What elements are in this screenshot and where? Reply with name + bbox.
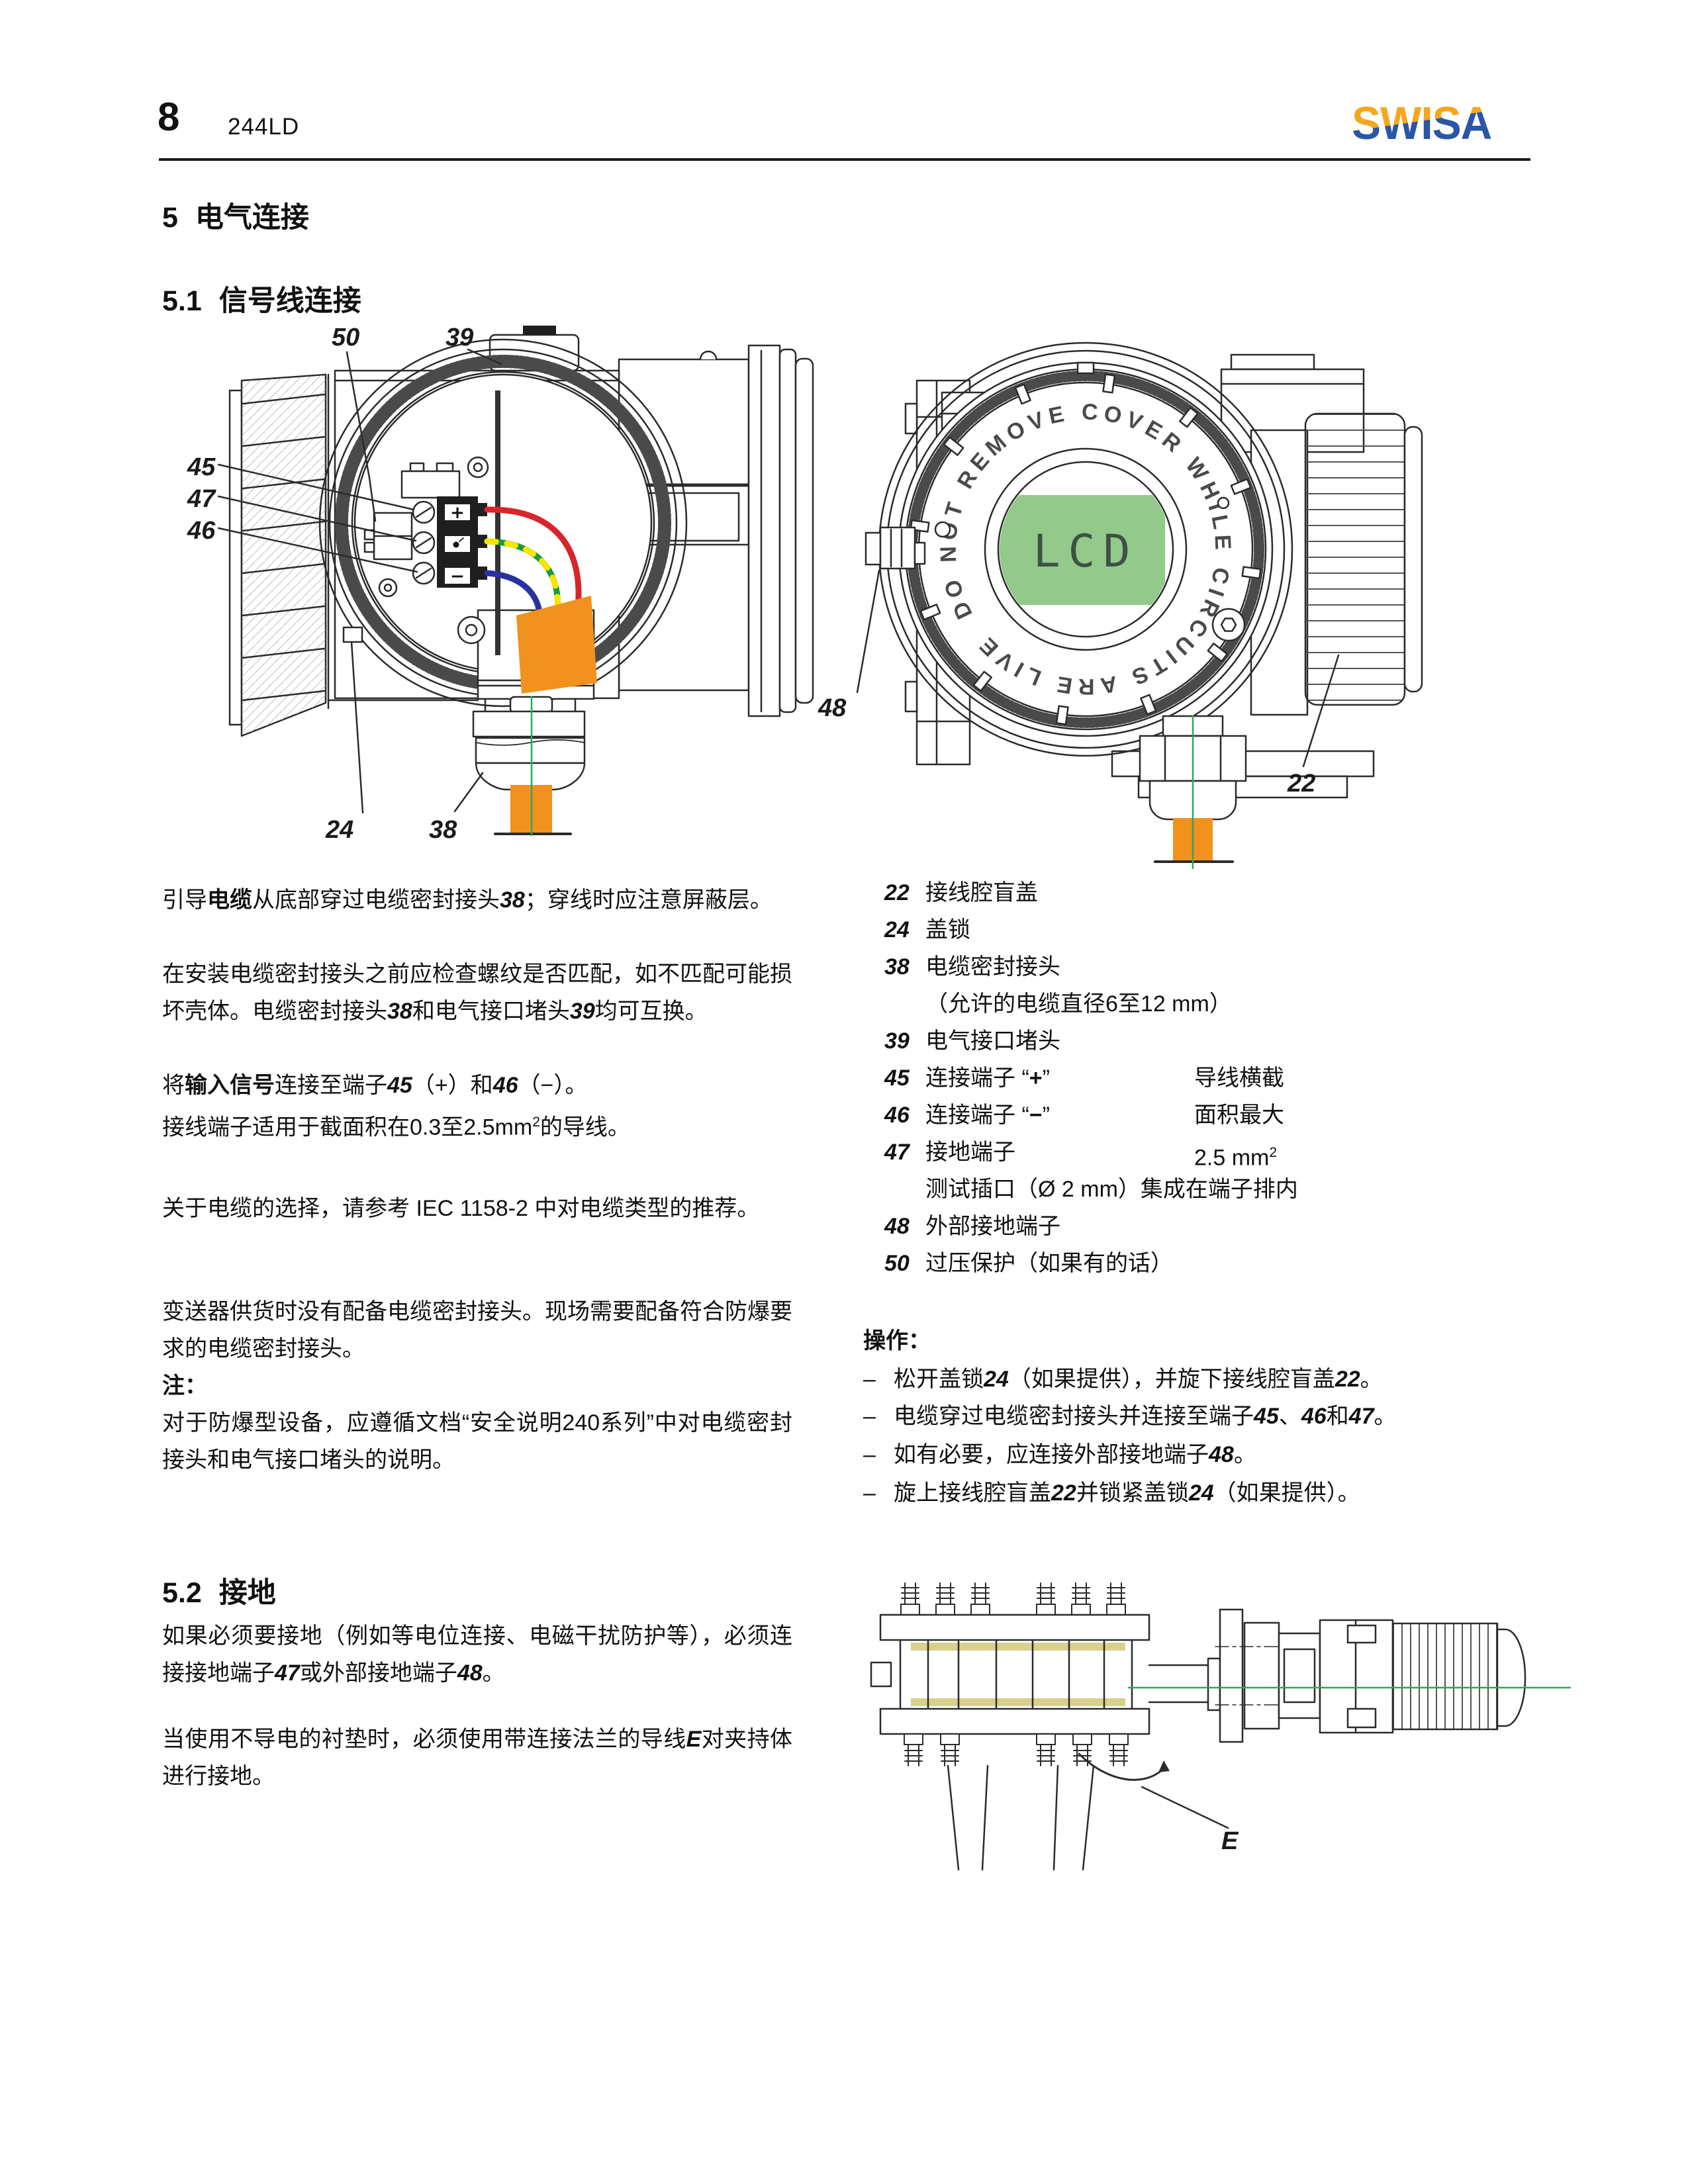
label-48: 48 — [818, 694, 847, 722]
para-grounding: 如果必须要接地（例如等电位连接、电磁干扰防护等），必须连接接地端子47或外部接地… — [162, 1623, 792, 1686]
para-gland-supply: 变送器供货时没有配备电缆密封接头。现场需要配备符合防爆要求的电缆密封接头。 — [162, 1299, 792, 1361]
section-5-1-number: 5.1 — [162, 285, 202, 317]
wire-yellow-stripe — [484, 538, 561, 620]
label-E: E — [1221, 1827, 1239, 1855]
para-thread-check: 在安装电缆密封接头之前应检查螺纹是否匹配，如不匹配可能损坏壳体。电缆密封接头38… — [162, 962, 792, 1024]
transmitter-assembly — [1215, 1608, 1526, 1743]
note-title: 注： — [162, 1373, 207, 1398]
label-45: 45 — [187, 453, 216, 481]
leader-lines — [217, 348, 502, 814]
cover-lock-screw — [1211, 608, 1246, 642]
flange-assembly — [870, 1582, 1150, 1871]
label-38: 38 — [429, 816, 457, 844]
label-24: 24 — [325, 816, 353, 844]
cable-gland — [1139, 715, 1247, 870]
front-cover: DO NOT REMOVE COVER WHILE CIRCUITS ARE L… — [898, 361, 1274, 737]
para-cable-selection: 关于电缆的选择，请参考 IEC 1158-2 中对电缆类型的推荐。 — [162, 1196, 760, 1221]
product-code: 244LD — [228, 114, 300, 140]
operations-title: 操作： — [863, 1328, 931, 1353]
cover-tabs — [910, 373, 1262, 725]
operation-step: –松开盖锁24（如果提供），并旋下接线腔盲盖22。 — [863, 1367, 1383, 1392]
brand-logo: SWISA — [1352, 97, 1492, 149]
operation-step: –如有必要，应连接外部接地端子48。 — [863, 1442, 1256, 1467]
minus-terminal-symbol: − — [450, 567, 465, 586]
display-cover-cap — [228, 373, 327, 737]
lcd-label: LCD — [1033, 525, 1139, 578]
cable-gland — [472, 696, 586, 837]
gasket — [911, 1698, 1125, 1706]
section-5-2-heading: 5.2 接地 — [162, 1570, 276, 1611]
page-number: 8 — [158, 95, 180, 139]
cover-lock-tab — [342, 626, 363, 643]
lcd-window — [1000, 495, 1165, 605]
legend-row: 测试插口（Ø 2 mm）集成在端子排内 — [925, 1177, 1298, 1202]
para-input-signal: 将输入信号连接至端子45（+）和46（−）。 — [162, 1073, 588, 1098]
compartment-screws — [378, 456, 489, 645]
terminal-screw-47 — [412, 531, 436, 555]
label-39: 39 — [445, 324, 473, 351]
ground-wire — [1078, 1752, 1170, 1781]
label-46: 46 — [187, 517, 216, 545]
process-connection — [1148, 1657, 1221, 1711]
section-5-heading: 5 电气连接 — [162, 195, 309, 236]
legend-row: （允许的电缆直径6至12 mm） — [925, 991, 1232, 1017]
terminal-screw-46 — [412, 561, 436, 585]
para-cable-routing: 引导电缆从底部穿过电缆密封接头38；穿线时应注意屏蔽层。 — [162, 887, 773, 913]
label-50: 50 — [332, 324, 359, 351]
header-rule — [159, 158, 1530, 161]
plus-terminal-symbol: + — [450, 503, 465, 523]
wire-red — [484, 506, 582, 617]
grounding-diagram: E — [870, 1582, 1571, 1871]
section-5-number: 5 — [162, 202, 178, 234]
terminal-screw-45 — [412, 500, 436, 524]
section-5-1-title: 信号线连接 — [218, 285, 361, 317]
label-47: 47 — [187, 485, 216, 513]
section-5-1-heading: 5.1 信号线连接 — [162, 278, 361, 319]
cable-shield-wedge — [516, 596, 597, 694]
rear-ribbed-cap — [1304, 412, 1406, 706]
section-5-2-title: 接地 — [218, 1577, 276, 1609]
operation-step: –电缆穿过电缆密封接头并连接至端子45、46和47。 — [863, 1404, 1397, 1429]
external-ground-terminal — [865, 526, 926, 570]
para-wire-size: 接线端子适用于截面积在0.3至2.5mm2的导线。 — [162, 1115, 630, 1140]
section-5-2-number: 5.2 — [162, 1577, 202, 1609]
note-body: 对于防爆型设备，应遵循文档“安全说明240系列”中对电缆密封接头和电气接口堵头的… — [162, 1410, 792, 1473]
operation-step: –旋上接线腔盲盖22并锁紧盖锁24（如果提供）。 — [863, 1480, 1360, 1506]
pcb-edge — [495, 390, 500, 655]
section-5-title: 电气连接 — [195, 202, 309, 234]
test-jack-symbol — [453, 537, 464, 548]
gasket — [911, 1643, 1125, 1651]
para-nonconductive-gasket: 当使用不导电的衬垫时，必须使用带连接法兰的导线E对夹持体进行接地。 — [162, 1727, 793, 1789]
label-22: 22 — [1287, 770, 1315, 797]
signal-wiring-diagram: + − — [187, 324, 814, 844]
lcd-cover-diagram: DO NOT REMOVE COVER WHILE CIRCUITS ARE L… — [818, 341, 1423, 870]
